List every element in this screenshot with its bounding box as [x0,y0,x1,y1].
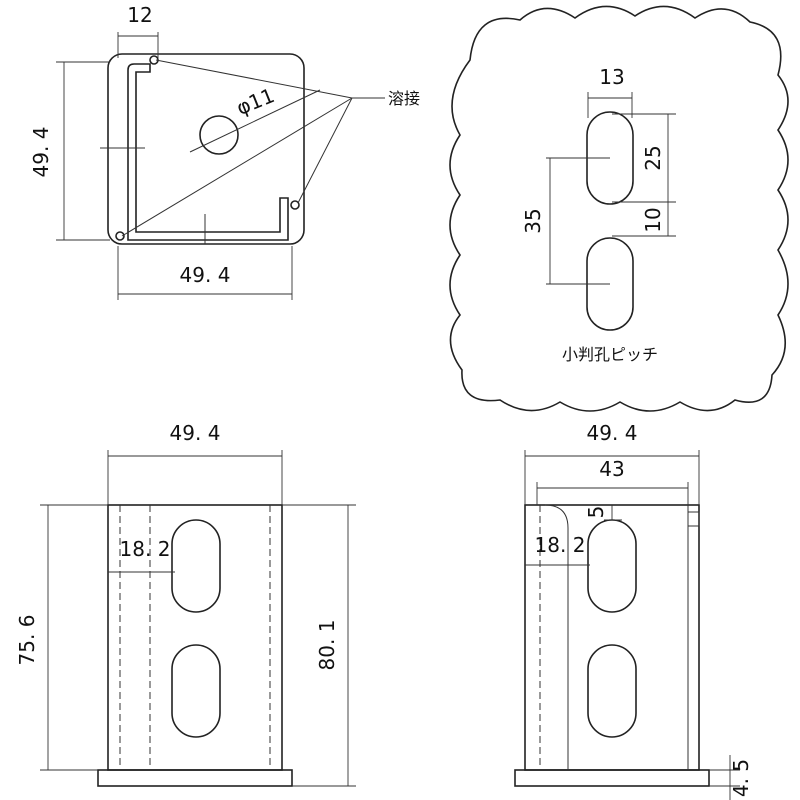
side-slot-upper [587,519,637,613]
front-slot-upper [171,519,221,613]
front-dim-offset: 18. 2 [120,537,171,561]
detail-cloud-outline [449,5,789,412]
weld-dot-right [290,200,300,210]
top-inner-bracket [127,63,289,241]
top-outer-outline [107,53,305,245]
side-dim-width: 49. 4 [587,421,638,445]
detail-view: 13 25 10 35 小判孔ピッチ [449,5,789,412]
center-hole [199,115,239,155]
side-dim-base: 4. 5 [729,759,753,797]
side-dim-inner: 43 [599,457,624,481]
side-dim-offset: 18. 2 [535,533,586,557]
front-view: 49. 4 18. 2 75. 6 80. 1 [15,421,356,787]
front-dim-width: 49. 4 [170,421,221,445]
weld-dot-corner [115,231,125,241]
top-dim-height: 49. 4 [29,127,53,178]
top-view: 12 49. 4 49. 4 φ11 溶接 [29,3,420,300]
front-slot-lower [171,644,221,738]
side-bend-line [544,504,569,770]
top-dim-hole: φ11 [233,83,278,120]
detail-dim-slot-length: 25 [641,145,665,170]
detail-dim-pitch: 35 [521,208,545,233]
front-base-plate [97,769,293,787]
side-slot-lower [587,644,637,738]
side-view: 49. 4 43 5 18. 2 4. 5 [514,421,753,800]
detail-caption: 小判孔ピッチ [562,345,658,364]
front-dim-height-right: 80. 1 [315,620,339,671]
hole-leader [189,89,321,153]
top-dim-width: 49. 4 [180,263,231,287]
side-base-plate [514,769,710,787]
detail-dim-slot-width: 13 [599,65,624,89]
side-dim-top: 5 [584,506,608,519]
detail-dim-slot-gap: 10 [641,207,665,232]
front-dim-height-left: 75. 6 [15,615,39,666]
weld-label: 溶接 [388,89,420,108]
top-dim-slot-width: 12 [127,3,152,27]
